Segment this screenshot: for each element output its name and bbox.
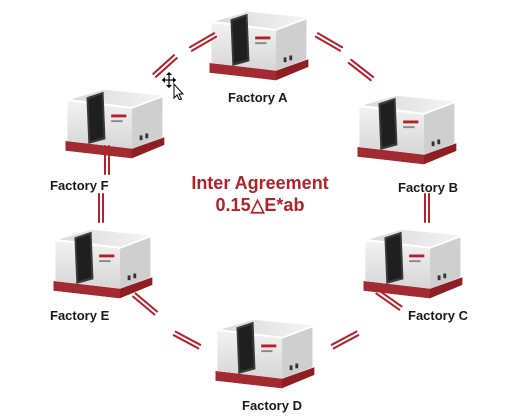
instrument-factory-a — [204, 8, 312, 84]
connector-b-bottom — [423, 193, 431, 223]
move-cursor-icon — [162, 72, 185, 100]
connector-ed — [172, 329, 202, 350]
factory-d-label: Factory D — [242, 398, 302, 413]
instrument-factory-e — [48, 226, 156, 302]
center-title-line1: Inter Agreement — [191, 173, 329, 193]
instrument-factory-f — [60, 86, 168, 162]
connector-fe — [97, 193, 105, 223]
connector-a-right — [314, 31, 344, 53]
center-title-line2: 0.15△E*ab — [215, 195, 305, 215]
factory-e-label: Factory E — [50, 308, 110, 323]
instrument-factory-c — [358, 226, 466, 302]
connector-f-bottom — [103, 145, 111, 175]
factory-f-label: Factory F — [50, 178, 109, 193]
connector-cd — [330, 329, 360, 350]
connector-ab — [347, 58, 376, 83]
factory-b-label: Factory B — [398, 180, 458, 195]
factory-a-label: Factory A — [228, 90, 288, 105]
factory-c-label: Factory C — [408, 308, 468, 323]
arrow-cursor-icon — [173, 82, 185, 100]
instrument-factory-b — [352, 92, 460, 168]
center-title: Inter Agreement 0.15△E*ab — [140, 172, 380, 216]
instrument-factory-d — [210, 316, 318, 392]
